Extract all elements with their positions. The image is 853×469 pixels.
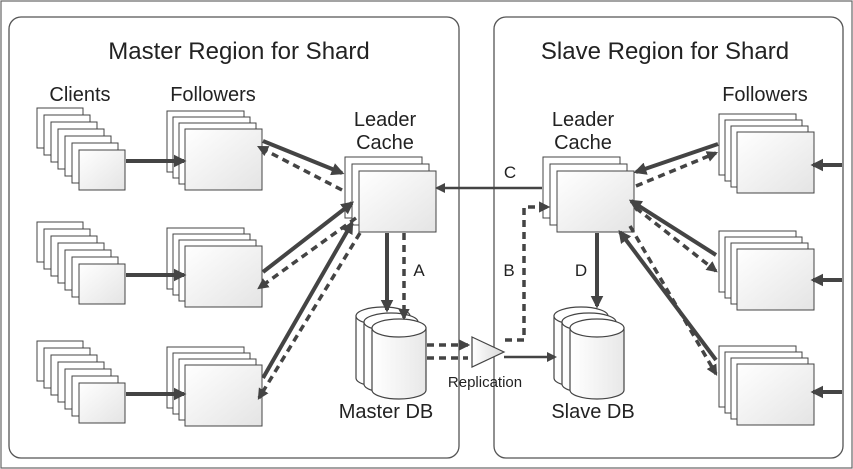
follower2-to-leader-arrow xyxy=(261,201,355,274)
slave-followers-label: Followers xyxy=(722,84,808,106)
master-region-title: Master Region for Shard xyxy=(108,38,369,65)
slave-follower-stack-3 xyxy=(718,345,815,426)
master-follower-stack-1 xyxy=(166,110,263,191)
leader-to-follower1-dashed-arrow xyxy=(257,145,343,192)
slave-follower-stack-2 xyxy=(718,230,815,311)
replication-label: Replication xyxy=(448,374,522,391)
arrow-label-c: C xyxy=(504,163,516,182)
leader-to-follower3-dashed-arrow xyxy=(257,232,362,400)
leader-caches xyxy=(344,156,635,233)
slave-follower2-to-leader-arrow xyxy=(628,199,718,257)
client-stack-2-card xyxy=(78,263,126,305)
master-follower-stack-3-card xyxy=(184,364,263,427)
client-stack-2 xyxy=(36,221,126,305)
slave-follower-stack-1-card xyxy=(736,131,815,194)
slave-leader-label-line2: Cache xyxy=(554,132,612,154)
slave-leader-cache-card xyxy=(556,170,635,233)
slave-leader-to-follower1-dashed-arrow xyxy=(635,151,719,188)
slave-db xyxy=(553,306,625,400)
slave-follower3-to-leader-arrow xyxy=(618,229,718,362)
slave-leader-to-follower2-dashed-arrow xyxy=(634,206,718,273)
master-follower-stack-1-card xyxy=(184,128,263,191)
master-leader-label-line2: Cache xyxy=(356,132,414,154)
slave-leader-label-line1: Leader xyxy=(552,109,615,131)
slave-db-cylinder xyxy=(569,318,625,400)
master-db-cylinder xyxy=(371,318,427,400)
master-leader-cache xyxy=(344,156,437,233)
client-stack-1-card xyxy=(78,149,126,191)
flow-arrows xyxy=(126,139,842,401)
follower3-to-leader-arrow xyxy=(261,220,354,379)
clients-label: Clients xyxy=(49,84,110,106)
master-leader-cache-card xyxy=(358,170,437,233)
client-stack-3 xyxy=(36,340,126,424)
arrow-label-d: D xyxy=(575,261,587,280)
master-db xyxy=(355,306,427,400)
master-db-label: Master DB xyxy=(339,401,433,423)
slave-region-title: Slave Region for Shard xyxy=(541,38,789,65)
slave-leader-cache xyxy=(542,156,635,233)
client-stack-1 xyxy=(36,107,126,191)
slave-follower1-to-leader-arrow xyxy=(633,142,719,175)
slave-leader-to-follower3-dashed-arrow xyxy=(628,225,718,376)
replication-to-slave-leader-dashed-arrow-b xyxy=(505,201,551,342)
slave-follower-stack-3-card xyxy=(736,363,815,426)
slave-db-label: Slave DB xyxy=(551,401,634,423)
client-stack-3-card xyxy=(78,382,126,424)
master-follower-stack-2-card xyxy=(184,245,263,308)
follower-stacks xyxy=(166,110,815,427)
master-leader-label-line1: Leader xyxy=(354,109,417,131)
arrow-label-a: A xyxy=(413,261,425,280)
master-follower-stack-3 xyxy=(166,346,263,427)
master-followers-label: Followers xyxy=(170,84,256,106)
arrow-label-b: B xyxy=(503,261,514,280)
slave-follower-stack-2-card xyxy=(736,248,815,311)
slave-follower-stack-1 xyxy=(718,113,815,194)
client-stacks xyxy=(36,107,126,424)
replication-icon xyxy=(471,336,506,368)
master-follower-stack-2 xyxy=(166,227,263,308)
leader-to-follower2-dashed-arrow xyxy=(257,216,358,290)
follower1-to-leader-arrow xyxy=(262,139,345,176)
